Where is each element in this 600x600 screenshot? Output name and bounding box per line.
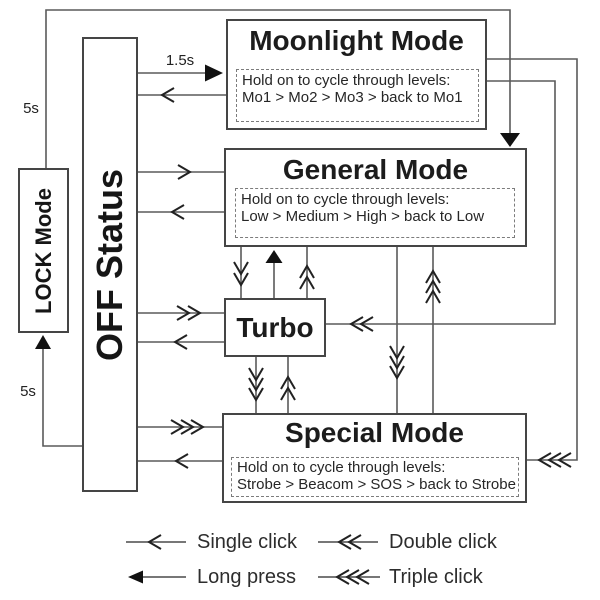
label-5s-bottom: 5s [20, 383, 36, 400]
off-status-title: OFF Status [89, 168, 131, 361]
turbo-title: Turbo [236, 311, 314, 343]
edge-off-to-moonlight-longpress [138, 64, 223, 82]
legend-long-press-label: Long press [197, 565, 296, 588]
general-hold-line2: Low > Medium > High > back to Low [241, 208, 485, 225]
node-off-status: OFF Status [82, 37, 138, 492]
label-5s-top: 5s [23, 100, 39, 117]
lock-mode-title-wrap: LOCK Mode [20, 170, 67, 331]
edge-off-to-special-triple [138, 419, 222, 435]
edge-turbo-to-off-single [138, 334, 224, 350]
legend-double-click: Double click [318, 531, 497, 553]
legend-double-click-label: Double click [389, 530, 497, 553]
edge-moonlight-to-off-single [138, 87, 226, 103]
edge-turbo-to-general-longpress [265, 250, 283, 298]
node-turbo: Turbo [224, 298, 326, 357]
legend-triple-click-label: Triple click [389, 565, 483, 588]
moonlight-hold-line2: Mo1 > Mo2 > Mo3 > back to Mo1 [242, 89, 463, 106]
edge-general-to-off-single [138, 204, 224, 220]
special-hold-box: Hold on to cycle through levels: Strobe … [231, 457, 519, 497]
edge-special-to-turbo-double [280, 357, 296, 413]
off-status-title-wrap: OFF Status [84, 39, 136, 490]
long-press-arrow-icon [128, 570, 186, 584]
lock-mode-title: LOCK Mode [30, 187, 56, 314]
double-click-arrow-icon [318, 534, 378, 550]
moonlight-hold-line1: Hold on to cycle through levels: [242, 72, 451, 89]
label-1-5s: 1.5s [165, 52, 195, 69]
special-mode-title: Special Mode [285, 417, 464, 448]
edge-special-to-off-single [138, 453, 222, 469]
node-general-mode: General Mode Hold on to cycle through le… [224, 148, 527, 247]
legend-single-click: Single click [126, 531, 297, 553]
general-hold-line1: Hold on to cycle through levels: [241, 191, 450, 208]
edge-turbo-to-general-double [299, 247, 315, 298]
special-hold-line1: Hold on to cycle through levels: [237, 459, 446, 476]
edge-moonlight-to-special-triple [487, 58, 578, 468]
general-hold-box: Hold on to cycle through levels: Low > M… [235, 188, 515, 238]
single-click-arrow-icon [126, 534, 186, 550]
edge-off-to-lock-longpress [35, 335, 82, 447]
legend-triple-click: Triple click [318, 566, 483, 588]
general-mode-title: General Mode [282, 154, 469, 185]
legend-long-press: Long press [126, 566, 296, 588]
special-hold-line2: Strobe > Beacom > SOS > back to Strobe [237, 476, 516, 493]
moonlight-mode-title: Moonlight Mode [249, 25, 464, 56]
edge-moonlight-to-turbo-double [326, 80, 556, 332]
moonlight-hold-box: Hold on to cycle through levels: Mo1 > M… [236, 69, 479, 122]
triple-click-arrow-icon [318, 569, 380, 585]
legend-single-click-label: Single click [197, 530, 298, 553]
edge-general-to-special-triple [389, 247, 405, 413]
edge-lock-to-general-longpress [45, 9, 520, 168]
node-moonlight-mode: Moonlight Mode Hold on to cycle through … [226, 19, 487, 130]
edge-turbo-to-special-triple [248, 357, 264, 413]
edge-general-to-turbo-double [233, 247, 249, 298]
edge-special-to-general-triple [425, 247, 441, 413]
node-special-mode: Special Mode Hold on to cycle through le… [222, 413, 527, 503]
edge-off-to-turbo-double [138, 305, 224, 321]
edge-off-to-general-single [138, 164, 224, 180]
node-lock-mode: LOCK Mode [18, 168, 69, 333]
